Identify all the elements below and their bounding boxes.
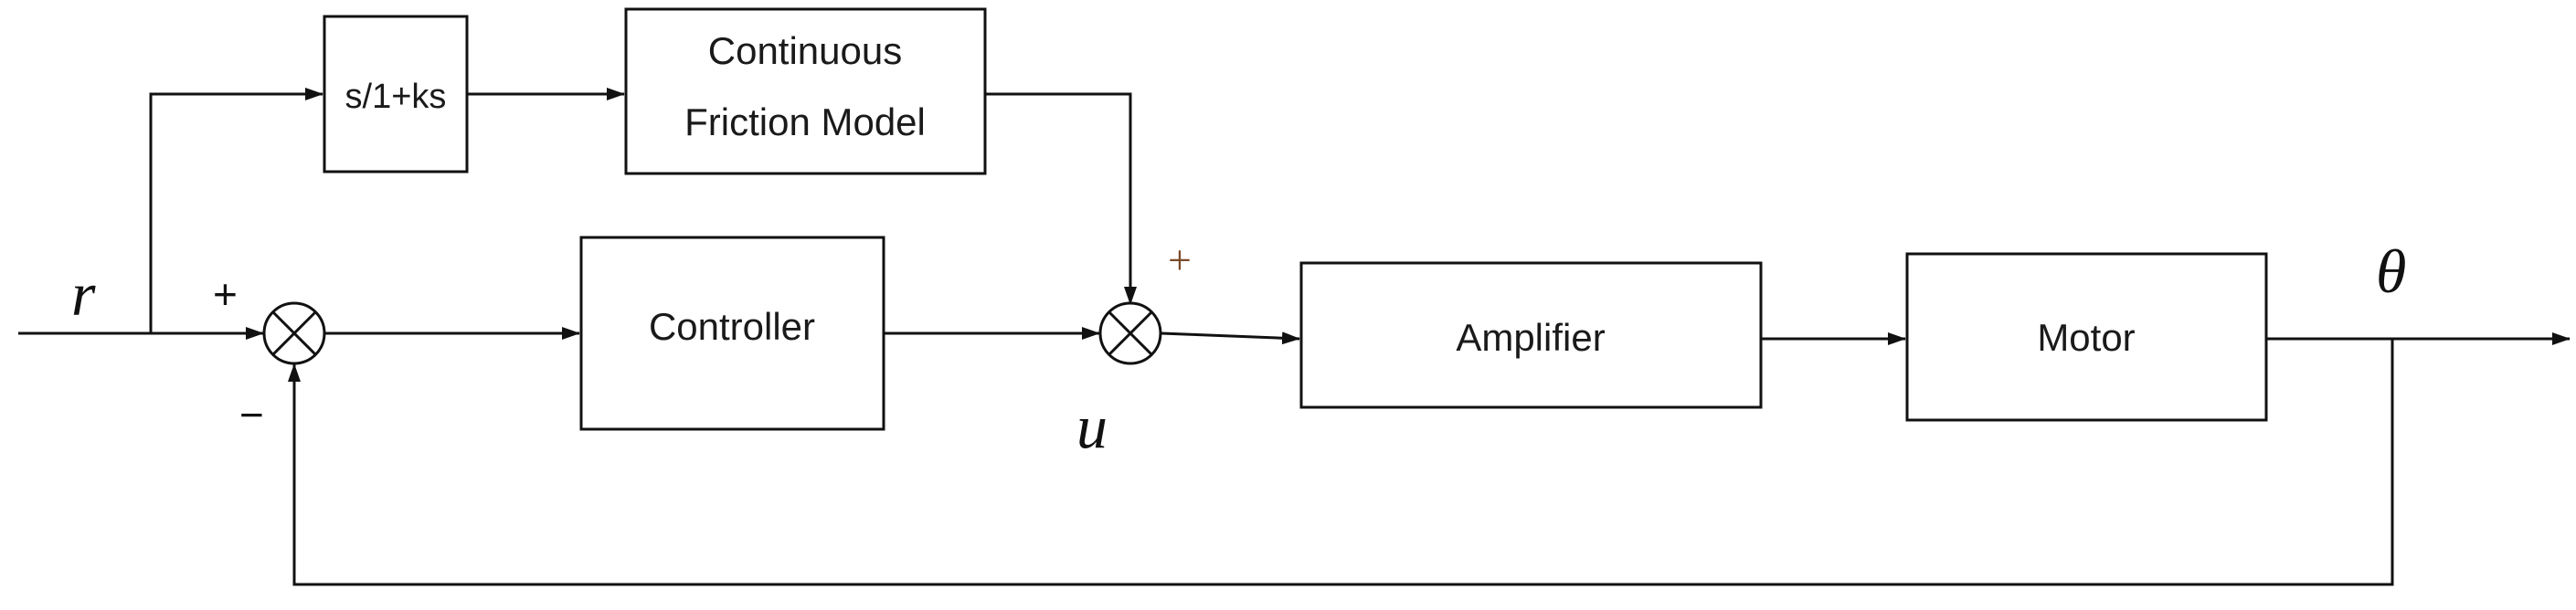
- sum1-plus-sign: +: [213, 270, 238, 318]
- summing-junction-1: [262, 301, 326, 365]
- sum1-minus-sign: −: [239, 391, 264, 438]
- wire-friction-to-sum2: [985, 92, 1137, 305]
- friction-model-label-line2: Friction Model: [684, 100, 926, 143]
- wire-sum2-to-amplifier: [1161, 331, 1300, 345]
- output-signal-label: θ: [2376, 237, 2406, 306]
- controller-block: Controller: [579, 236, 885, 431]
- reference-signal-label: r: [71, 259, 96, 329]
- amplifier-label: Amplifier: [1456, 316, 1605, 359]
- wire-branch-to-filter: [149, 88, 323, 333]
- filter-block: s/1+ks: [323, 15, 469, 174]
- summing-junction-2: [1098, 301, 1162, 365]
- filter-label: s/1+ks: [345, 78, 447, 116]
- wire-feedback: [288, 339, 2394, 586]
- motor-label: Motor: [2037, 316, 2135, 359]
- friction-model-label-line1: Continuous: [708, 29, 902, 72]
- motor-block: Motor: [1905, 252, 2268, 422]
- wires: [18, 88, 2571, 586]
- control-signal-label: u: [1076, 392, 1108, 461]
- amplifier-block: Amplifier: [1299, 261, 1763, 409]
- friction-model-block: Continuous Friction Model: [624, 7, 987, 175]
- sum2-plus-sign: +: [1168, 237, 1192, 283]
- controller-label: Controller: [649, 305, 815, 348]
